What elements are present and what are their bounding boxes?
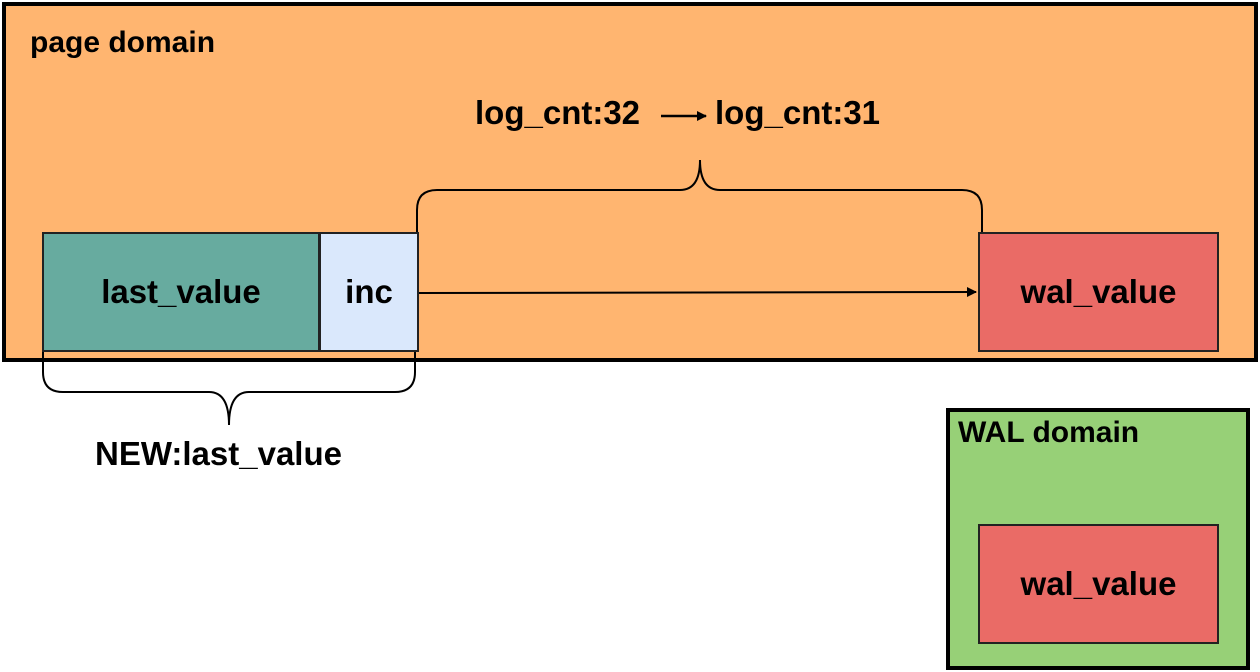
last-value-box: last_value [42,232,320,352]
wal-value-box-wal: wal_value [978,524,1219,644]
page-domain-title: page domain [30,26,216,59]
inc-label: inc [345,273,393,310]
inc-to-wal-arrow [418,287,977,298]
wal-value-box-page: wal_value [978,232,1219,352]
log-cnt-to-label: log_cnt:31 [715,94,881,131]
last-value-label: last_value [101,273,261,310]
wal-domain-title: WAL domain [958,416,1140,449]
new-last-value-label: NEW:last_value [95,435,342,472]
wal-value-page-label: wal_value [1020,273,1177,310]
top-curly-brace [416,159,983,232]
log-cnt-from-label: log_cnt:32 [475,94,641,131]
wal-value-wal-label: wal_value [1020,565,1177,602]
bottom-curly-brace [42,352,416,426]
inc-box: inc [319,232,419,352]
